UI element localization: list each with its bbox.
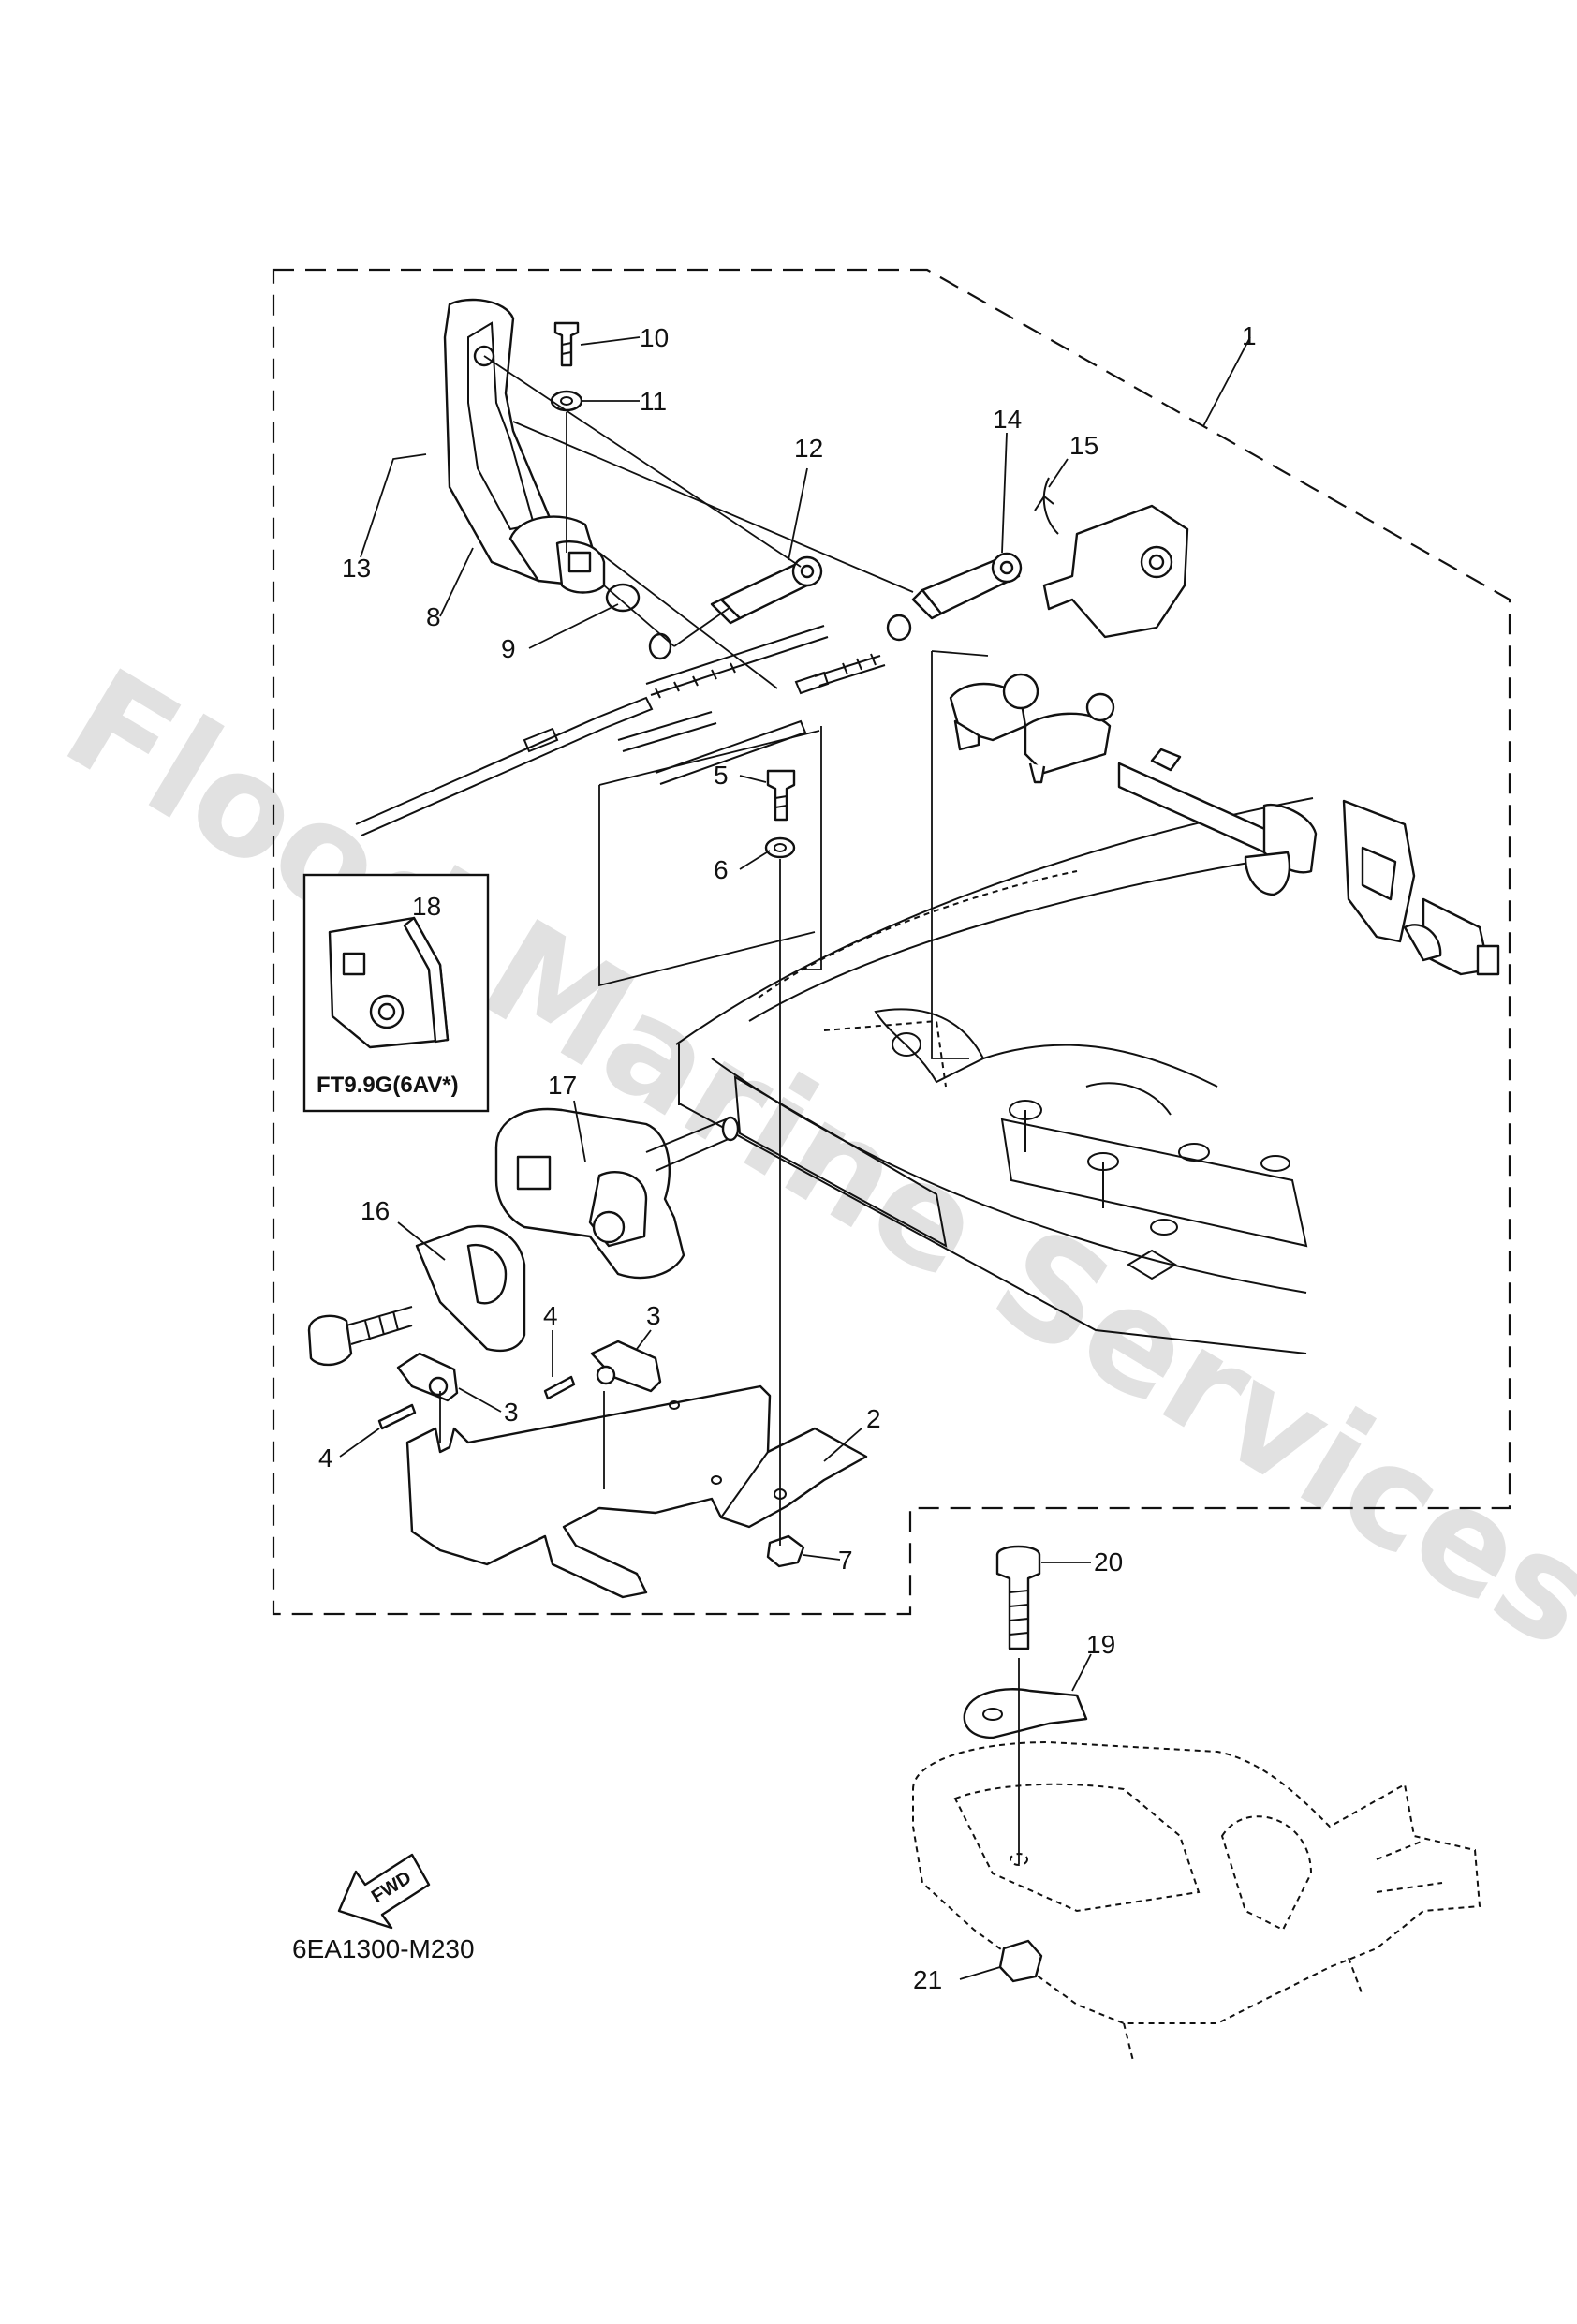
callout-6: 6 — [714, 855, 729, 884]
part-11-washer — [550, 390, 583, 412]
callout-14: 14 — [993, 405, 1022, 434]
callout-16: 16 — [361, 1196, 390, 1225]
callout-7: 7 — [838, 1546, 853, 1575]
watermark-text: Flood Marine Services — [38, 639, 1577, 1680]
part-9-oring — [605, 583, 641, 613]
leader-lines — [339, 336, 1251, 1980]
bottom-cowling — [675, 797, 1314, 1354]
part-14-joint — [911, 552, 1023, 620]
callout-20: 20 — [1094, 1547, 1123, 1576]
callout-15: 15 — [1069, 431, 1098, 460]
callout-4-lower: 4 — [318, 1443, 333, 1473]
callout-19: 19 — [1086, 1630, 1115, 1659]
callout-21: 21 — [913, 1965, 942, 1994]
part-6-washer — [764, 836, 796, 859]
callout-3-lower: 3 — [504, 1398, 519, 1427]
callout-12: 12 — [794, 434, 823, 463]
part-2-plate — [405, 1384, 868, 1599]
part-5-bolt — [766, 769, 796, 822]
callout-17: 17 — [548, 1071, 577, 1100]
part-12-joint — [710, 555, 823, 625]
part-19-plate — [963, 1688, 1088, 1739]
part-9-nut — [648, 632, 672, 660]
callout-3-upper: 3 — [646, 1301, 661, 1330]
callout-2: 2 — [866, 1404, 881, 1433]
callout-18: 18 — [412, 892, 441, 921]
inset-box: FT9.9G(6AV*) — [302, 873, 490, 1113]
part-21-nut — [998, 1939, 1043, 1983]
callout-1: 1 — [1242, 321, 1257, 350]
part-3-clip-lower — [396, 1352, 459, 1402]
diagram-code: 6EA1300-M230 — [292, 1934, 475, 1963]
part-7-nut — [766, 1534, 805, 1568]
assembly-boundary — [272, 268, 1511, 1616]
callout-5: 5 — [714, 761, 729, 790]
callout-11: 11 — [640, 387, 667, 416]
shift-cable — [355, 625, 886, 836]
part-3-clip-upper — [590, 1340, 662, 1393]
part-16-spacer — [415, 1224, 526, 1353]
part-20-bolt — [995, 1545, 1041, 1650]
part-16-bolt — [307, 1306, 413, 1367]
callout-labels: 1 2 3 3 4 4 5 6 7 8 9 10 11 12 13 14 15 … — [318, 321, 1257, 1994]
part-4-pin-upper — [543, 1375, 576, 1400]
part-15-link — [1034, 477, 1189, 639]
shift-link-parts — [949, 673, 1115, 784]
part-11-washer-hole — [560, 396, 573, 406]
part-8-shift-lever — [443, 298, 606, 594]
callout-9: 9 — [501, 634, 516, 663]
callout-13: 13 — [342, 554, 371, 583]
inset-label: FT9.9G(6AV*) — [317, 1073, 459, 1098]
part-12-nut — [886, 614, 912, 642]
callout-10: 10 — [640, 323, 669, 352]
swivel-bracket — [912, 1740, 1481, 2062]
part-17-bracket — [494, 1107, 740, 1280]
part-4-pin-lower — [377, 1403, 417, 1430]
part-18-cover — [328, 916, 450, 1049]
fwd-arrow-icon: FWD — [337, 1853, 431, 1930]
part-10-bolt — [553, 321, 580, 367]
part-6-washer-hole — [774, 843, 787, 852]
shift-shaft-assembly — [1117, 748, 1500, 976]
callout-4-upper: 4 — [543, 1301, 558, 1330]
callout-8: 8 — [426, 602, 441, 631]
